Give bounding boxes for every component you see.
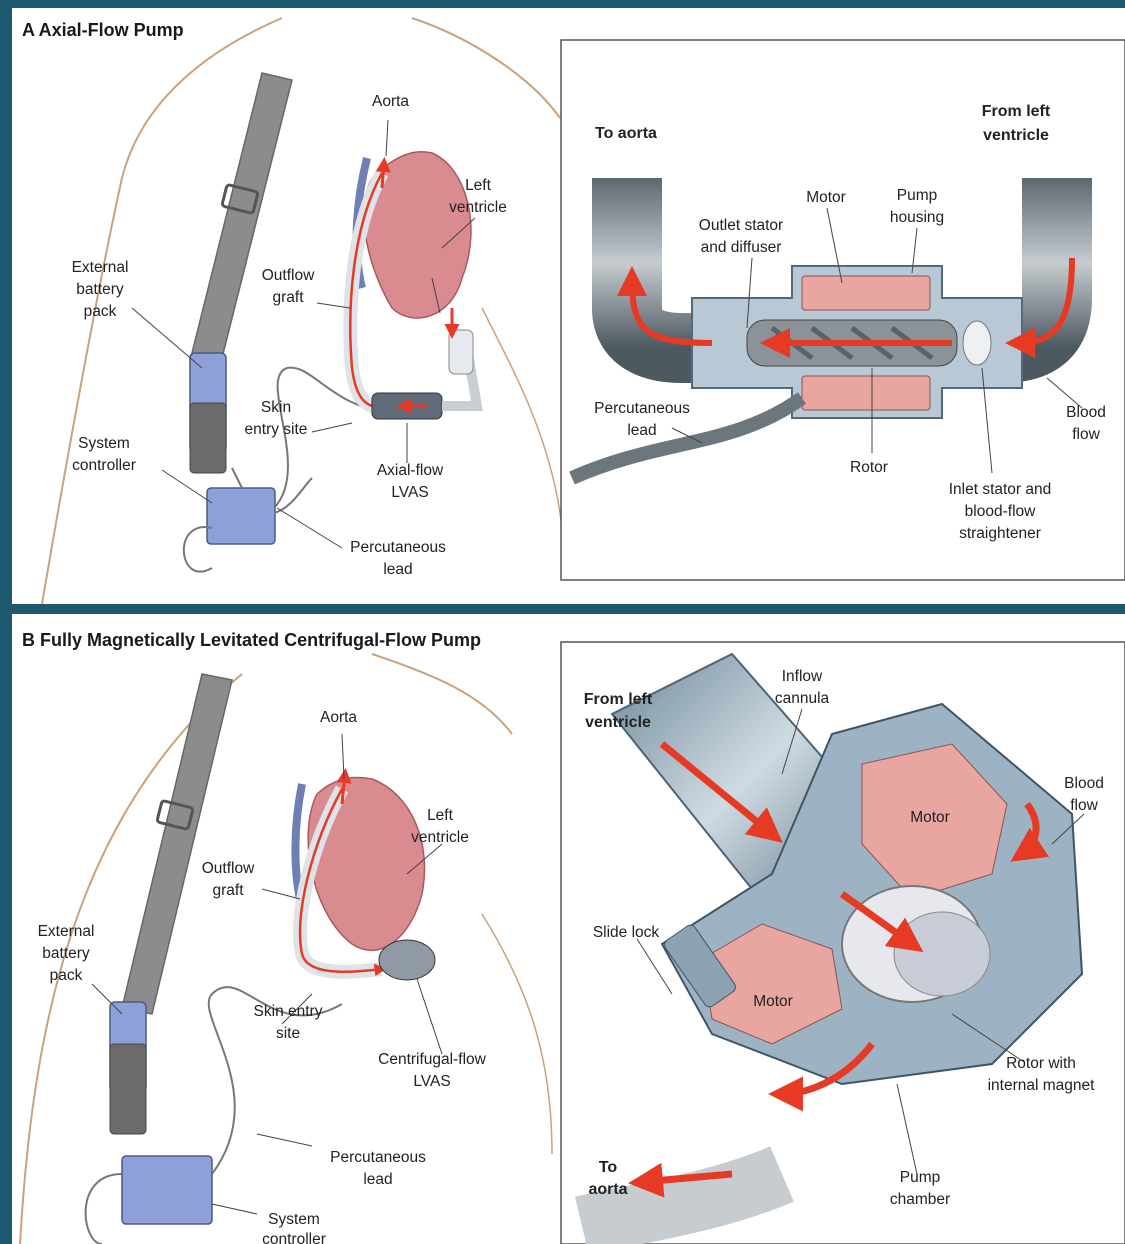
label-perc-inset-2: lead: [627, 422, 656, 439]
label-skin-a-1: Skin: [261, 399, 291, 416]
inset-b: From left ventricle Inflow cannula Motor…: [561, 642, 1125, 1244]
label-slide-lock: Slide lock: [593, 924, 660, 941]
shoulder-strap-b: [122, 674, 232, 1014]
label-from-lv-b-2: ventricle: [585, 714, 651, 731]
label-left-a-1: Left: [465, 177, 492, 194]
label-inlet-1: Inlet stator and: [949, 481, 1052, 498]
label-skin-b-2: site: [276, 1025, 300, 1042]
label-from-lv-b-1: From left: [584, 691, 653, 708]
shoulder-outline: [412, 18, 560, 118]
label-chamber-1: Pump: [900, 1169, 941, 1186]
system-controller-a: [207, 488, 275, 544]
label-outflow-b-2: graft: [212, 882, 244, 899]
system-controller-b: [122, 1156, 212, 1224]
label-outflow-a-1: Outflow: [262, 267, 315, 284]
label-lvas-a-1: Axial-flow: [377, 462, 444, 479]
label-inlet-3: straightener: [959, 525, 1041, 542]
label-blood-b-2: flow: [1070, 797, 1098, 814]
label-blood-b-1: Blood: [1064, 775, 1104, 792]
label-inflow-1: Inflow: [782, 668, 823, 685]
label-battery-b-2: battery: [42, 945, 90, 962]
label-rotor-a: Rotor: [850, 459, 888, 476]
label-chamber-2: chamber: [890, 1191, 950, 1208]
label-to-aorta-b-1: To: [599, 1159, 618, 1176]
label-aorta-b: Aorta: [320, 709, 357, 726]
label-inlet-2: blood-flow: [965, 503, 1036, 520]
label-lvas-b-2: LVAS: [413, 1073, 450, 1090]
label-rotor-b-2: internal magnet: [988, 1077, 1096, 1094]
label-inflow-2: cannula: [775, 690, 830, 707]
label-outlet-2: and diffuser: [701, 239, 782, 256]
label-perc-inset-1: Percutaneous: [594, 400, 690, 417]
label-perc-b-2: lead: [363, 1171, 392, 1188]
label-from-lv-a-2: ventricle: [983, 127, 1049, 144]
label-housing-1: Pump: [897, 187, 938, 204]
label-to-aorta-b-2: aorta: [588, 1181, 627, 1198]
label-housing-2: housing: [890, 209, 944, 226]
panel-b: B Fully Magnetically Levitated Centrifug…: [12, 614, 1125, 1244]
label-motor-b-bottom: Motor: [753, 993, 793, 1010]
centrifugal-pump-b: [379, 940, 435, 980]
label-perc-a-1: Percutaneous: [350, 539, 446, 556]
shoulder-strap: [192, 73, 292, 358]
label-battery-b-1: External: [38, 923, 95, 940]
label-rotor-b-1: Rotor with: [1006, 1055, 1076, 1072]
label-controller-b-1: System: [268, 1211, 320, 1228]
label-left-a-2: ventricle: [449, 199, 507, 216]
label-lvas-a-2: LVAS: [391, 484, 428, 501]
label-blood-a-1: Blood: [1066, 404, 1106, 421]
label-blood-a-2: flow: [1072, 426, 1100, 443]
label-skin-b-1: Skin entry: [254, 1003, 323, 1020]
label-battery-a-1: External: [72, 259, 129, 276]
label-controller-a-2: controller: [72, 457, 136, 474]
panel-a: A Axial-Flow Pump: [12, 8, 1125, 604]
label-left-b-2: ventricle: [411, 829, 469, 846]
label-outflow-a-2: graft: [272, 289, 304, 306]
label-lvas-b-1: Centrifugal-flow: [378, 1051, 486, 1068]
label-skin-a-2: entry site: [245, 421, 308, 438]
panel-b-illustration: Aorta Left ventricle Outflow graft Exter…: [12, 614, 1125, 1244]
label-battery-a-3: pack: [84, 303, 117, 320]
label-outlet-1: Outlet stator: [699, 217, 783, 234]
heart-b: [308, 777, 424, 950]
motor-top: [802, 276, 930, 310]
label-battery-b-3: pack: [50, 967, 83, 984]
label-motor-b-top: Motor: [910, 809, 950, 826]
label-outflow-b-1: Outflow: [202, 860, 255, 877]
label-motor-a: Motor: [806, 189, 846, 206]
panel-a-illustration: Aorta Left ventricle External battery pa…: [12, 8, 1125, 604]
label-from-lv-a-1: From left: [982, 103, 1051, 120]
label-controller-b-2: controller: [262, 1231, 326, 1244]
label-to-aorta-a: To aorta: [595, 125, 657, 142]
label-controller-a-1: System: [78, 435, 130, 452]
label-left-b-1: Left: [427, 807, 454, 824]
motor-bottom: [802, 376, 930, 410]
inset-a: To aorta From left ventricle Motor Pump …: [561, 40, 1125, 580]
inlet-stator: [963, 321, 991, 365]
label-perc-b-1: Percutaneous: [330, 1149, 426, 1166]
label-perc-a-2: lead: [383, 561, 412, 578]
label-aorta-a: Aorta: [372, 93, 409, 110]
label-battery-a-2: battery: [76, 281, 124, 298]
